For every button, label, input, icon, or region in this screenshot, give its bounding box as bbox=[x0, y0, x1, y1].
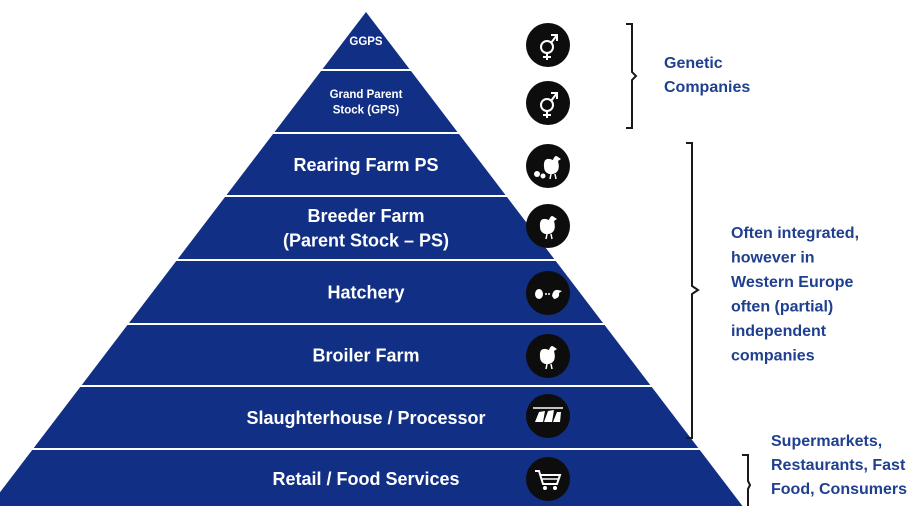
level-label-hatchery: Hatchery bbox=[327, 282, 404, 302]
bracket-integrated bbox=[686, 142, 700, 439]
level-label-line: Grand Parent bbox=[330, 89, 403, 101]
level-label-line: GGPS bbox=[349, 36, 383, 48]
shopping-cart-icon bbox=[526, 457, 570, 501]
group-label-line: independent bbox=[731, 323, 827, 340]
group-label-line: Restaurants, Fast bbox=[771, 457, 906, 474]
bracket-genetic bbox=[626, 23, 638, 129]
level-label-line: Hatchery bbox=[327, 282, 404, 302]
bracket-retail bbox=[742, 454, 752, 506]
gender-icon bbox=[526, 23, 570, 67]
hen-icon bbox=[526, 334, 570, 378]
level-label-retail-food-services: Retail / Food Services bbox=[272, 469, 459, 489]
level-label-ggps: GGPS bbox=[349, 36, 383, 48]
level-label-slaughterhouse-processor: Slaughterhouse / Processor bbox=[246, 408, 485, 428]
level-label-line: (Parent Stock – PS) bbox=[283, 230, 449, 250]
level-label-rearing-farm-ps: Rearing Farm PS bbox=[293, 155, 438, 175]
level-label-line: Broiler Farm bbox=[312, 345, 419, 365]
level-label-broiler-farm: Broiler Farm bbox=[312, 345, 419, 365]
group-label-line: Genetic bbox=[664, 55, 723, 72]
gender-icon bbox=[526, 81, 570, 125]
hen-and-chicks-icon bbox=[526, 144, 570, 188]
egg-to-chick-icon bbox=[526, 271, 570, 315]
group-label-line: Supermarkets, bbox=[771, 433, 882, 450]
group-label-line: Often integrated, bbox=[731, 225, 859, 242]
group-label-line: Companies bbox=[664, 79, 750, 96]
group-label-line: companies bbox=[731, 348, 815, 365]
level-icons bbox=[526, 23, 570, 501]
group-label-line: Western Europe bbox=[731, 274, 854, 291]
level-label-line: Slaughterhouse / Processor bbox=[246, 408, 485, 428]
hen-icon bbox=[526, 204, 570, 248]
group-label-line: Food, Consumers bbox=[771, 481, 907, 498]
group-brackets bbox=[626, 23, 752, 506]
level-label-line: Stock (GPS) bbox=[333, 104, 400, 116]
level-label-line: Retail / Food Services bbox=[272, 469, 459, 489]
group-label-line: however in bbox=[731, 250, 815, 267]
group-label-line: often (partial) bbox=[731, 299, 833, 316]
level-label-breeder-farm-parent-stock-ps: Breeder Farm (Parent Stock – PS) bbox=[283, 206, 449, 250]
level-label-line: Breeder Farm bbox=[307, 206, 424, 226]
group-label-often-integrated: Often integrated, however in Western Europ… bbox=[731, 225, 859, 365]
processed-birds-icon bbox=[526, 394, 570, 438]
level-label-line: Rearing Farm PS bbox=[293, 155, 438, 175]
